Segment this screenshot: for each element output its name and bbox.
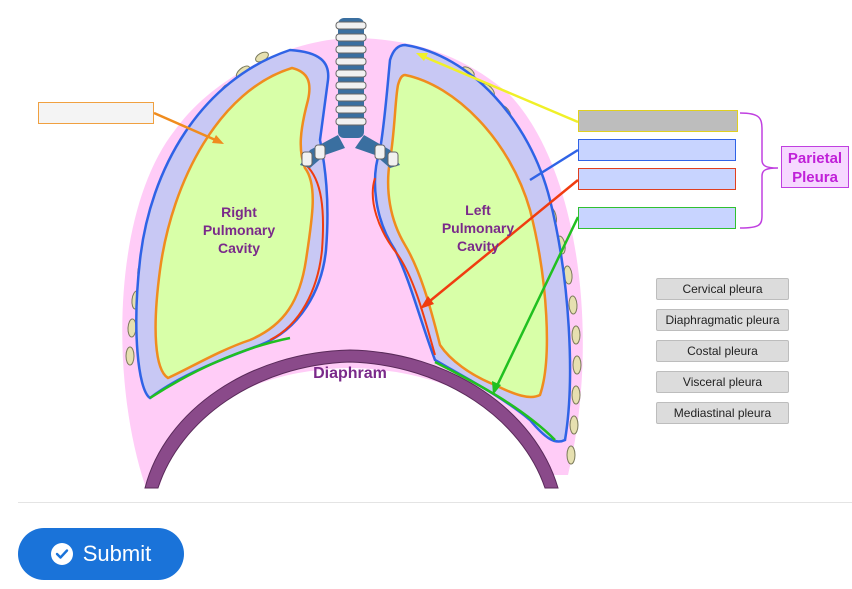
trachea-icon [300, 18, 400, 168]
left-diaphragm-pleura [434, 360, 556, 441]
left-lung [386, 73, 549, 399]
drop-target-right-lung[interactable] [38, 102, 154, 124]
drop-target-mediastinal[interactable] [578, 168, 736, 190]
submit-button[interactable]: Submit [18, 528, 184, 580]
left-cavity-label-line2: Pulmonary [442, 220, 515, 236]
divider [18, 502, 852, 503]
parietal-bracket [739, 112, 779, 229]
answer-chip-visceral-pleura[interactable]: Visceral pleura [656, 371, 789, 393]
answer-chip-cervical-pleura[interactable]: Cervical pleura [656, 278, 789, 300]
parietal-label-line2: Pleura [792, 169, 838, 186]
drop-target-cervical[interactable] [578, 110, 738, 132]
drop-target-diaphragmatic[interactable] [578, 207, 736, 229]
pointer-line-right-lung [153, 111, 221, 144]
pointer-arrowhead-right-lung [212, 135, 224, 144]
parietal-pleura-label: Parietal Pleura [781, 146, 849, 188]
pointer-line-cervical [419, 53, 579, 124]
right-cavity-label-line3: Cavity [218, 240, 260, 256]
left-mediastinal-line [371, 177, 436, 356]
left-cavity-label-line3: Cavity [457, 238, 499, 254]
pointer-line-diaphragmatic [493, 216, 580, 391]
answer-chip-costal-pleura[interactable]: Costal pleura [656, 340, 789, 362]
answer-chip-diaphragmatic-pleura[interactable]: Diaphragmatic pleura [656, 309, 789, 331]
pointer-arrowhead-diaphragmatic [492, 381, 501, 395]
right-lung [154, 66, 314, 380]
left-cavity-label-line1: Left [465, 202, 491, 218]
diaphragm [144, 349, 559, 489]
parietal-label-line1: Parietal [787, 150, 843, 167]
submit-label: Submit [82, 541, 152, 566]
right-cavity-label-line1: Right [221, 204, 257, 220]
diaphragm-label: Diaphram [313, 365, 387, 382]
answer-chip-mediastinal-pleura[interactable]: Mediastinal pleura [656, 402, 789, 424]
pointer-line-mediastinal [424, 179, 579, 306]
pointer-line-costal [529, 148, 579, 182]
drop-target-costal[interactable] [578, 139, 736, 161]
right-diaphragm-pleura [149, 336, 291, 400]
pointer-arrowhead-mediastinal [420, 296, 434, 309]
pointer-arrowhead-cervical [416, 53, 428, 61]
check-circle-icon [50, 543, 73, 565]
right-cavity-label-line2: Pulmonary [203, 222, 276, 238]
right-mediastinal-line [269, 164, 325, 341]
